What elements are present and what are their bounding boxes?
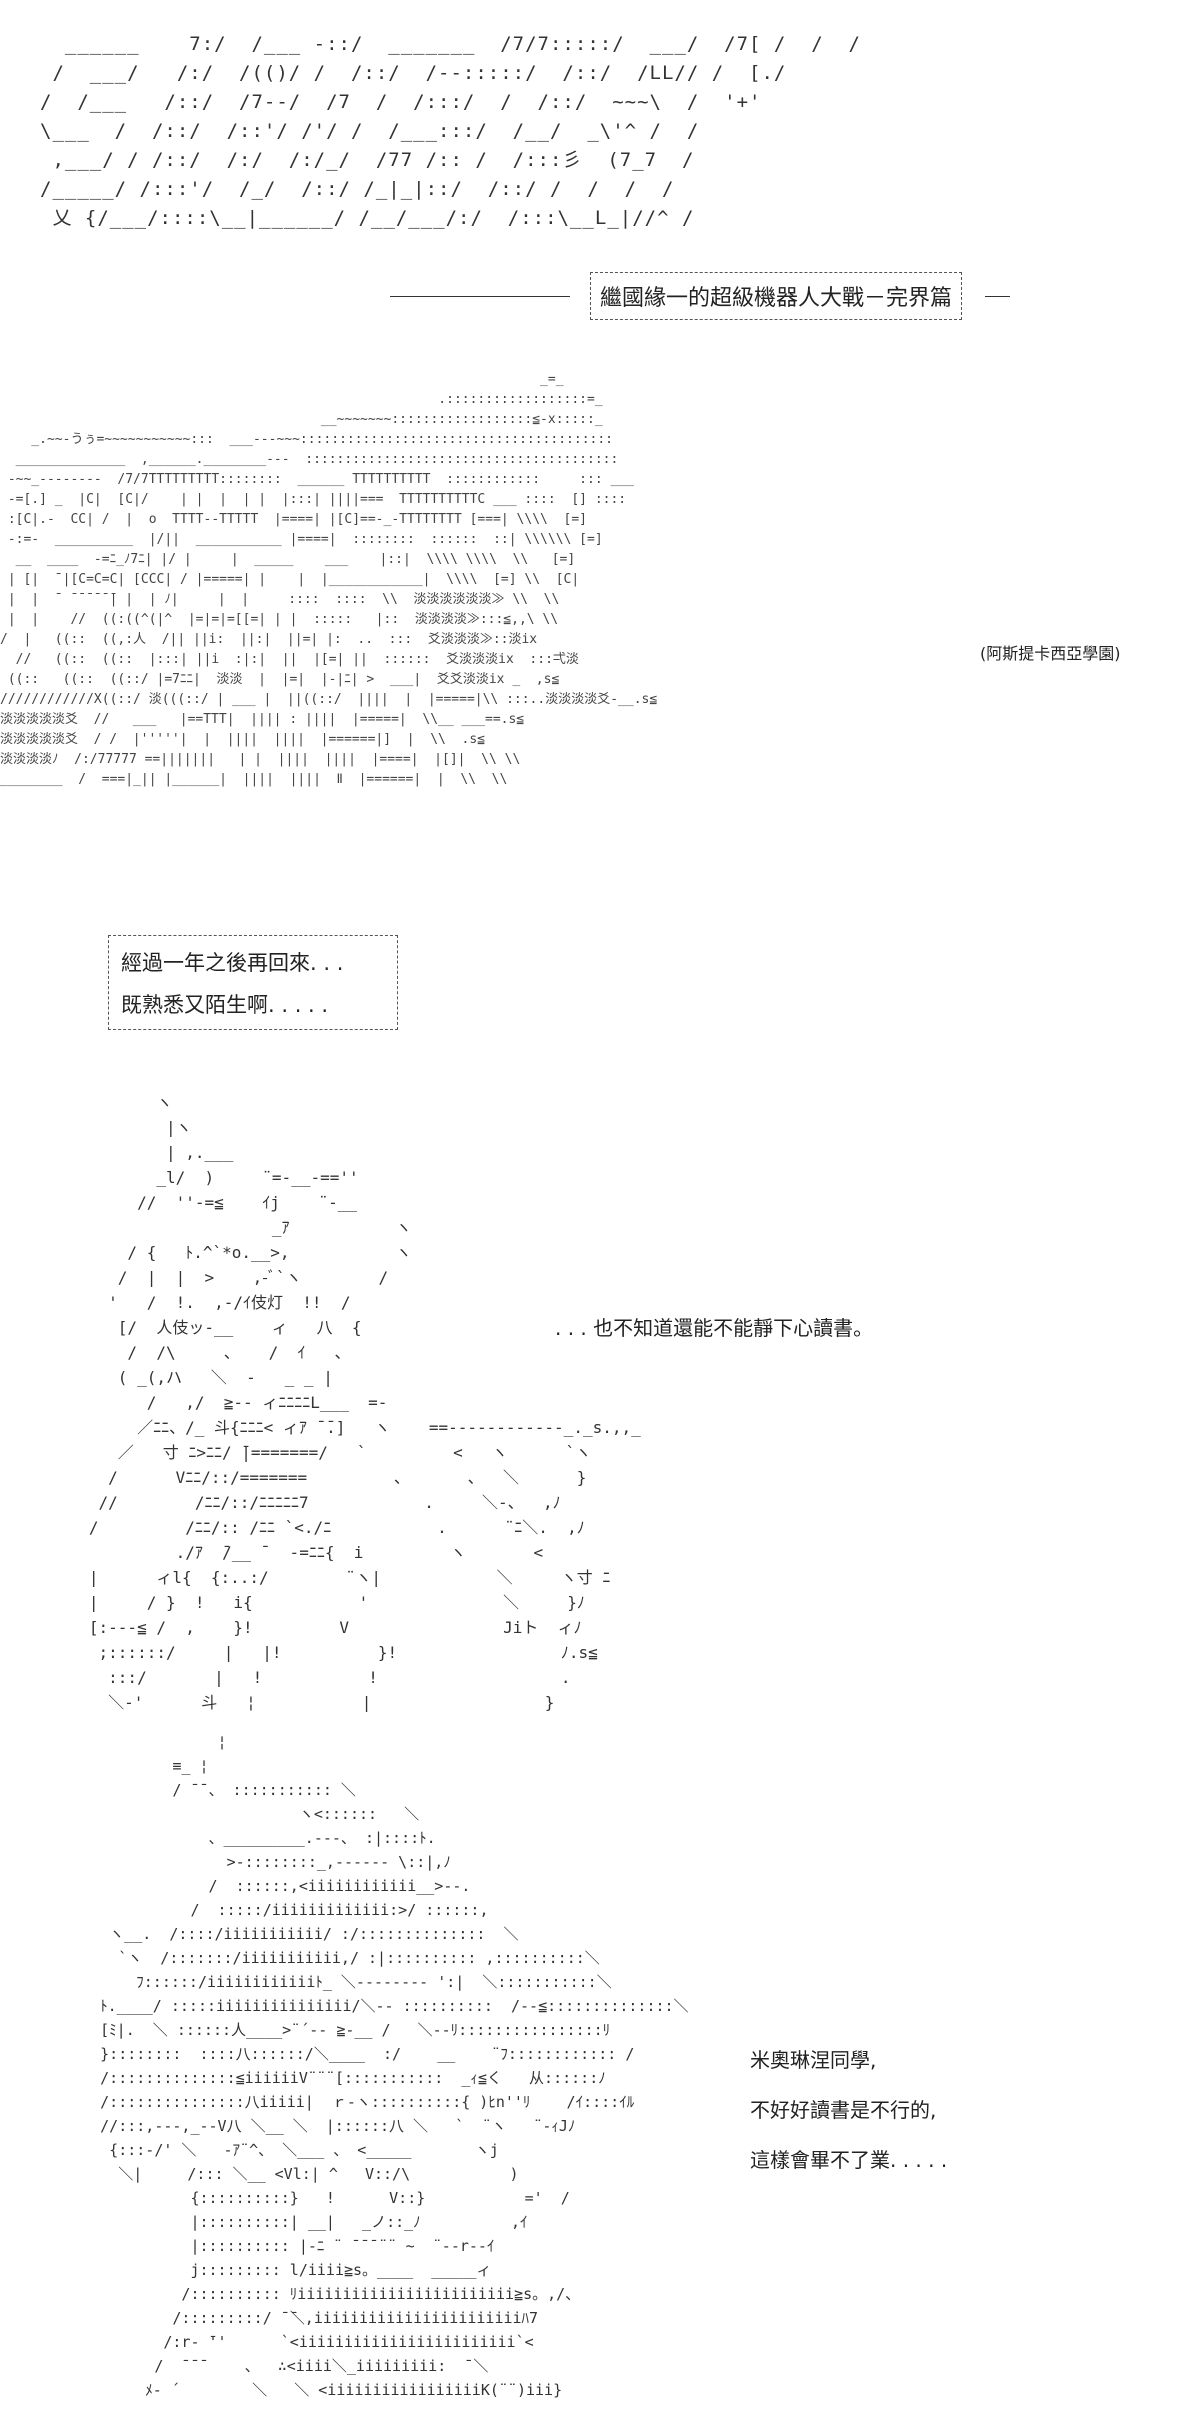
scene2-art-line: }:::::::: ::::八::::::/＼____ :/ __ ¨ﾌ::::… — [55, 2045, 635, 2063]
scene1-art-line: [:---≦ / , }! V Jiト ィﾉ — [60, 1618, 582, 1637]
scene1-art-line: ヽ — [60, 1093, 173, 1112]
scene1-art-line: |ヽ — [60, 1118, 192, 1137]
city-art-line: -:=- __________ |/|| ___________ |====| … — [0, 532, 603, 547]
scene1-art-line: _l/ ) ¨=-__-=='' — [60, 1168, 359, 1187]
city-art-line: _=_ — [0, 372, 564, 387]
scene2-art-line: /:::::::::/ ̄ ̄＼,iiiiiiiiiiiiiiiiiiiiiii… — [55, 2309, 539, 2327]
scene1-art-line: [/ 人伎ッ-__ ィ 八 { — [60, 1318, 362, 1337]
city-art-line: 淡淡淡淡淡爻 / / |'''''| | |||| |||| |======|]… — [0, 732, 485, 747]
scene2-art-line: ¦ — [55, 1733, 227, 1751]
scene1-art-line: ＼-' 斗 ¦ | } — [60, 1693, 555, 1712]
scene2-art-line: /:::::::::::::::八iiiii| ｒ-ヽ::::::::::{ )… — [55, 2093, 635, 2111]
city-art-line: ////////////X((::/ 淡(((::/ | ___ | ||((:… — [0, 692, 658, 707]
series-title: 繼國緣一的超級機器人大戰－完界篇 — [599, 286, 952, 311]
scene1-art-line: ./ｱ ̄/__ ̄ -=ﾆﾆ{ i ヽ < — [60, 1543, 544, 1562]
logo-art-line: 乂 {/___/::::\__|______/ /__/___/:/ /:::\… — [40, 207, 695, 229]
scene2-art-line: >-::::::::_,------ \::|,ﾉ — [55, 1853, 451, 1871]
scene1-art-line: ( _(,ハ ＼ - _ _ | — [60, 1368, 333, 1387]
scene2-art-line: / ̄ ̄ 、 ::::::::::: ＼ — [55, 1781, 356, 1799]
scene2-art-line: {:::-/' ＼ -ｱ¨^、 ＼___ 、 <_____ ヽj — [55, 2141, 499, 2159]
scene2-art-line: ﾄ.____/ :::::iiiiiiiiiiiiiii/＼-- :::::::… — [55, 1997, 689, 2015]
narration-line-2: 既熟悉又陌生啊. . . . . — [121, 993, 329, 1017]
title-logo-art: ______ 7:/ /___ -::/ _______ /7/7:::::/ … — [40, 30, 861, 233]
character-art-scene-1: ヽ |ヽ | ,.___ _l/ ) ¨=-__-=='' // ''-=≦ ｲ… — [60, 1090, 641, 1715]
city-art-line: ______________ ,______.________--- :::::… — [0, 452, 619, 467]
scene1-art-line: / /\ 、 / ｲ 、 — [60, 1343, 351, 1362]
scene1-art-line: / ,/ ≧-- ィﾆﾆﾆﾆL___ =- — [60, 1393, 388, 1412]
location-caption: (阿斯提卡西亞學園) — [980, 644, 1121, 663]
character-art-scene-2: ¦ ≡_ ¦ / ̄ ̄ 、 ::::::::::: ＼ ヽ<:::::: ＼ … — [55, 1730, 689, 2402]
scene2-art-line: /::::::::::::::≦iiiiiiV¨¨¨[::::::::::: _… — [55, 2069, 606, 2087]
city-art-line: ________ / ===|_|| |______| |||| |||| Ⅱ … — [0, 772, 508, 787]
title-right-rule — [985, 296, 1010, 297]
title-left-rule — [390, 296, 570, 297]
city-art-line: __ ____ -=ﾆ_ﾉ7ﾆ| |/ | | _____ ___ |::| \… — [0, 552, 576, 567]
scene2-art-line: ﾒ- ´ ＼ ＼ <iiiiiiiiiiiiiiiiiK(¨¨)iii} — [55, 2381, 563, 2399]
scene2-art-line: / ̄ ̄ ̄ 、 ∴<iiii＼_iiiiiiiii: ̄ ＼ — [55, 2357, 489, 2375]
scene2-art-line: ＼| /::: ＼__ <Vl:| ^ V::/\ ) — [55, 2165, 519, 2183]
scene1-art-line: // ''-=≦ ｲj ¨-__ — [60, 1193, 357, 1212]
scene1-art-line: ' / !. ,-/ｲ伎灯 !! / — [60, 1293, 351, 1312]
city-art-line: | [| ̄ |[C=C=C| [CCC| / |=====| | | |___… — [0, 572, 580, 587]
logo-art-line: ______ 7:/ /___ -::/ _______ /7/7:::::/ … — [40, 33, 861, 55]
scene2-speech-line-2: 不好好讀書是不行的, — [750, 2098, 937, 2122]
scene2-art-line: /:::::::::: ﾘiiiiiiiiiiiiiiiiiiiiiiii≧s。… — [55, 2285, 581, 2303]
scene2-art-line: ≡_ ¦ — [55, 1757, 209, 1775]
scene1-art-line: | ィl{ {:..:/ ¨ヽ| ＼ ヽ寸 ﾆ — [60, 1568, 611, 1587]
scene1-art-line: | / } ! i{ ' ＼ }ﾉ — [60, 1593, 585, 1612]
scene1-art-line: | ,.___ — [60, 1143, 234, 1162]
scene2-art-line: //:::,---,_--V八 ＼__ ＼ |::::::八 ＼ ` ¨ヽ ¨-… — [55, 2117, 576, 2135]
scene2-art-line: ヽ__. /::::/iiiiiiiiiii/ :/::::::::::::::… — [55, 1925, 519, 1943]
city-art-line: .::::::::::::::::::=_ — [0, 392, 603, 407]
city-art-line: _.~~-うぅ=~~~~~~~~~~~::: ___---~~~::::::::… — [0, 432, 613, 447]
city-art-line: -=[.] _ |C| [C|/ | | | | | |:::| ||||===… — [0, 492, 627, 507]
scene2-art-line: |::::::::::| __| _ノ::_ﾉ ,ｲ — [55, 2213, 528, 2231]
city-art-line: ((:: ((:: ((::/ |=7ﾆﾆ| 淡淡 | |=| |-|ﾆ| > … — [0, 672, 560, 687]
city-art-line: 淡淡淡淡ﾉ /:/77777 ==||||||| | | |||| |||| |… — [0, 752, 521, 767]
city-art-line: // ((:: ((:: |:::| ||i :|:| || |[=| || :… — [0, 652, 579, 667]
scene2-art-line: `ヽ /:::::::/iiiiiiiiiii,/ :|:::::::::: ,… — [55, 1949, 600, 1967]
scene1-art-line: / { ﾄ.^`*o.__>, ヽ — [60, 1243, 412, 1262]
school-cityscape-art: _=_ .::::::::::::::::::=_ __~~~~~~~:::::… — [0, 370, 657, 790]
scene2-art-line: / :::::/iiiiiiiiiiiii:>/ ::::::, — [55, 1901, 489, 1919]
logo-art-line: /_____/ /:::'/ /_/ /::/ /_|_|::/ /::/ / … — [40, 178, 675, 200]
scene2-art-line: ﾌ::::::/iiiiiiiiiiiiﾄ_ ＼-------- ':| ＼::… — [55, 1973, 612, 1991]
scene2-art-line: |:::::::::: |-ﾆ ¨ ̄ ̄ ̄ ¨¨ ~ ¨--r--ｲ — [55, 2237, 495, 2255]
scene2-speech-line-1: 米奧琳涅同學, — [750, 2048, 877, 2072]
scene2-art-line: / ::::::,<iiiiiiiiiiii__>--. — [55, 1877, 471, 1895]
scene2-art-line: /:r- ̄'' `<iiiiiiiiiiiiiiiiiiiiiiii`< — [55, 2333, 534, 2351]
city-art-line: -~~_-------- /7/7TTTTTTTTT:::::::: _____… — [0, 472, 634, 487]
scene2-art-line: j::::::::: l/iiii≧s。____ _____ィ — [55, 2261, 492, 2279]
scene1-art-line: ;::::::/ | |! }! ﾉ.s≦ — [60, 1643, 598, 1662]
city-art-line: :[C|.- CC| / | o TTTT--TTTTT |====| |[C]… — [0, 512, 587, 527]
scene2-speech-line-3: 這樣會畢不了業. . . . . — [750, 2148, 948, 2172]
city-art-line: __~~~~~~~::::::::::::::::::≦-x:::::_ — [0, 412, 603, 427]
logo-art-line: \___ / /::/ /::'/ /'/ / /___:::/ /__/ _\… — [40, 120, 700, 142]
scene2-art-line: 、_________.---、 :|::::ﾄ. — [55, 1829, 436, 1847]
logo-art-line: / /___ /::/ /7--/ /7 / /:::/ / /::/ ~~~\… — [40, 91, 762, 113]
scene1-art-line: ／ﾆﾆ、/_ 斗{ﾆﾆﾆ< ィｱ ̄ ̄.] ヽ ==------------_… — [60, 1418, 641, 1437]
scene1-art-line: / Vﾆﾆ/::/======= 、 、 ＼ } — [60, 1468, 587, 1487]
scene1-art-line: / /ﾆﾆ/:: /ﾆﾆ `<./ﾆ . ¨ﾆ＼. ,ﾉ — [60, 1518, 585, 1537]
title-box: 繼國緣一的超級機器人大戰－完界篇 — [590, 272, 962, 320]
scene1-art-line: _ｱ ヽ — [60, 1218, 412, 1237]
narration-line-1: 經過一年之後再回來. . . — [121, 951, 344, 975]
scene2-art-line: ヽ<:::::: ＼ — [55, 1805, 420, 1823]
scene2-art-line: [ﾐ|. ＼ ::::::人____>¨´-- ≧-__ / ＼--ﾘ:::::… — [55, 2021, 611, 2039]
logo-art-line: ,___/ / /::/ /:/ /:/_/ /77 /:: / /:::彡 (… — [40, 149, 695, 171]
city-art-line: 淡淡淡淡淡爻 // ___ |==TTT| |||| : |||| |=====… — [0, 712, 525, 727]
scene1-art-line: / | | > ,-ﾞ`ヽ / — [60, 1268, 389, 1287]
scene1-art-line: // /ﾆﾆ/::/ﾆﾆﾆﾆﾆ7 . ＼-、 ,ﾉ — [60, 1493, 561, 1512]
logo-art-line: / ___/ /:/ /(()/ / /::/ /--:::::/ /::/ /… — [40, 62, 787, 84]
city-art-line: | | // ((:((^(|^ |=|=|=[[=| | | ::::: |:… — [0, 612, 559, 627]
scene1-art-line: :::/ | ! ! . — [60, 1668, 571, 1687]
scene1-speech: . . . 也不知道還能不能靜下心讀書。 — [555, 1316, 874, 1340]
scene1-art-line: ／ 寸 ﾆ>ﾆﾆ/ ̄|=======/ ` < ヽ `ヽ — [60, 1443, 592, 1462]
city-art-line: / | ((:: ((,:人 /|| ||i: ||:| ||=| |: .. … — [0, 632, 553, 647]
scene2-art-line: {::::::::::} ! V::} =' / — [55, 2189, 570, 2207]
city-art-line: | | ̄ ̄ ̄ ̄ ̄ ̄ ̄| | | ﾉ| | | :::: :::: … — [0, 592, 560, 607]
narration-box: 經過一年之後再回來. . . 既熟悉又陌生啊. . . . . — [108, 935, 398, 1030]
scene2-speech: 米奧琳涅同學, 不好好讀書是不行的, 這樣會畢不了業. . . . . — [750, 2035, 947, 2185]
